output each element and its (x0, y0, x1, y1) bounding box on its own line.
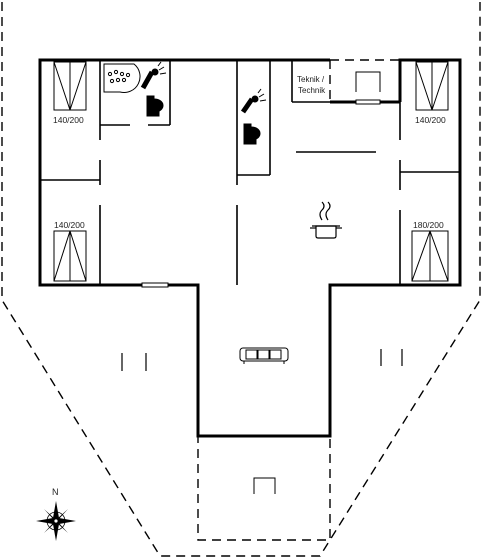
utility-room-label-line2: Technik (298, 86, 326, 95)
terrace-table (253, 477, 276, 494)
whirlpool-icon (103, 63, 141, 93)
toilet-icon-2 (243, 123, 261, 145)
toilet-icon (146, 95, 164, 117)
sofa-icon (239, 347, 289, 364)
interior-walls (40, 60, 460, 285)
compass-rose-icon (36, 501, 76, 541)
utility-room-label-line1: Teknik / (297, 75, 325, 84)
bed-top-right (415, 61, 449, 111)
shower-icon-2 (240, 88, 267, 114)
bed-label-bottom-right: 180/200 (413, 220, 444, 230)
bed-label-bottom-left: 140/200 (54, 220, 85, 230)
bed-bottom-right (411, 230, 449, 282)
exterior-walls (38, 58, 462, 438)
bed-label-top-right: 140/200 (415, 115, 446, 125)
utility-equipment (355, 71, 381, 92)
bed-label-top-left: 140/200 (53, 115, 84, 125)
garden-chairs (121, 349, 403, 371)
bed-top-left (53, 61, 87, 111)
shower-icon (140, 61, 167, 90)
bed-bottom-left (53, 230, 87, 282)
windows (141, 99, 381, 288)
north-label: N (52, 487, 59, 497)
cooking-pot-icon (310, 201, 342, 239)
